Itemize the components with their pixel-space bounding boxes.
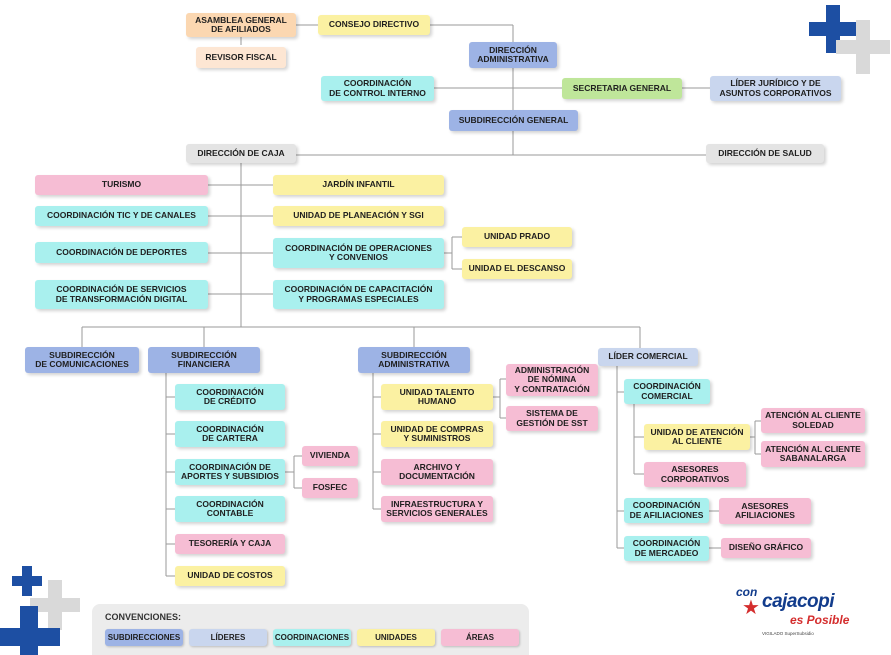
cartera-box: COORDINACIÓN DE CARTERA xyxy=(175,421,285,447)
logo-note-text: VIGILADO SuperSubsidio xyxy=(762,631,814,636)
lider-comercial-box: LÍDER COMERCIAL xyxy=(598,348,698,366)
star-icon: ★ xyxy=(742,597,760,619)
legend-title: CONVENCIONES: xyxy=(105,612,182,622)
deportes-box: COORDINACIÓN DE DEPORTES xyxy=(35,242,208,263)
legend-coordinaciones: COORDINACIONES xyxy=(273,629,351,646)
jardin-box: JARDÍN INFANTIL xyxy=(273,175,444,195)
legend-lideres: LÍDERES xyxy=(189,629,267,646)
afiliaciones-box: COORDINACIÓN DE AFILIACIONES xyxy=(624,498,709,523)
talento-box: UNIDAD TALENTO HUMANO xyxy=(381,384,493,410)
mercadeo-box: COORDINACIÓN DE MERCADEO xyxy=(624,536,709,561)
subdireccion-general-box: SUBDIRECCIÓN GENERAL xyxy=(449,110,578,131)
aportes-box: COORDINACIÓN DE APORTES Y SUBSIDIOS xyxy=(175,459,285,485)
asesores-afiliaciones-box: ASESORES AFILIACIONES xyxy=(719,498,811,524)
legend-areas: ÁREAS xyxy=(441,629,519,646)
asesores-corporativos-box: ASESORES CORPORATIVOS xyxy=(644,462,746,487)
asamblea-box: ASAMBLEA GENERAL DE AFILIADOS xyxy=(186,13,296,37)
legend: CONVENCIONES: SUBDIRECCIONES LÍDERES COO… xyxy=(92,604,529,655)
vivienda-box: VIVIENDA xyxy=(302,446,358,466)
turismo-box: TURISMO xyxy=(35,175,208,195)
compras-box: UNIDAD DE COMPRAS Y SUMINISTROS xyxy=(381,421,493,447)
nomina-box: ADMINISTRACIÓN DE NÓMINA Y CONTRATACIÓN xyxy=(506,364,598,396)
blue-cross-icon xyxy=(0,566,80,655)
revisor-box: REVISOR FISCAL xyxy=(196,47,286,68)
planeacion-box: UNIDAD DE PLANEACIÓN Y SGI xyxy=(273,206,444,226)
tic-box: COORDINACIÓN TIC Y DE CANALES xyxy=(35,206,208,226)
sst-box: SISTEMA DE GESTIÓN DE SST xyxy=(506,406,598,431)
secretaria-box: SECRETARIA GENERAL xyxy=(562,78,682,99)
tesoreria-box: TESORERÍA Y CAJA xyxy=(175,534,285,554)
logo-con-text: con xyxy=(736,585,758,599)
capacitacion-box: COORDINACIÓN DE CAPACITACIÓN Y PROGRAMAS… xyxy=(273,280,444,309)
cajacopi-logo: con ★ cajacopi es Posible VIGILADO Super… xyxy=(728,583,868,643)
prado-box: UNIDAD PRADO xyxy=(462,227,572,247)
sub-comunicaciones-box: SUBDIRECCIÓN DE COMUNICACIONES xyxy=(25,347,139,373)
control-interno-box: COORDINACIÓN DE CONTROL INTERNO xyxy=(321,76,434,101)
fosfec-box: FOSFEC xyxy=(302,478,358,498)
consejo-box: CONSEJO DIRECTIVO xyxy=(318,15,430,35)
legend-subdirecciones: SUBDIRECCIONES xyxy=(105,629,183,646)
contable-box: COORDINACIÓN CONTABLE xyxy=(175,496,285,522)
direccion-caja-box: DIRECCIÓN DE CAJA xyxy=(186,144,296,163)
sabanalarga-box: ATENCIÓN AL CLIENTE SABANALARGA xyxy=(761,441,865,467)
logo-slogan-text: es Posible xyxy=(790,613,850,627)
credito-box: COORDINACIÓN DE CRÉDITO xyxy=(175,384,285,410)
blue-cross-icon xyxy=(809,5,890,74)
costos-box: UNIDAD DE COSTOS xyxy=(175,566,285,586)
soledad-box: ATENCIÓN AL CLIENTE SOLEDAD xyxy=(761,408,865,433)
infraestructura-box: INFRAESTRUCTURA Y SERVICIOS GENERALES xyxy=(381,496,493,522)
juridico-box: LÍDER JURÍDICO Y DE ASUNTOS CORPORATIVOS xyxy=(710,76,841,101)
operaciones-box: COORDINACIÓN DE OPERACIONES Y CONVENIOS xyxy=(273,238,444,268)
diseno-grafico-box: DISEÑO GRÁFICO xyxy=(721,538,811,558)
transformacion-box: COORDINACIÓN DE SERVICIOS DE TRANSFORMAC… xyxy=(35,280,208,309)
direccion-salud-box: DIRECCIÓN DE SALUD xyxy=(706,144,824,163)
atencion-cliente-box: UNIDAD DE ATENCIÓN AL CLIENTE xyxy=(644,424,750,450)
sub-administrativa-box: SUBDIRECCIÓN ADMINISTRATIVA xyxy=(358,347,470,373)
descanso-box: UNIDAD EL DESCANSO xyxy=(462,259,572,279)
logo-name-text: cajacopi xyxy=(762,591,835,612)
legend-unidades: UNIDADES xyxy=(357,629,435,646)
coord-comercial-box: COORDINACIÓN COMERCIAL xyxy=(624,379,710,404)
direccion-administrativa-box: DIRECCIÓN ADMINISTRATIVA xyxy=(469,42,557,68)
archivo-box: ARCHIVO Y DOCUMENTACIÓN xyxy=(381,459,493,485)
sub-financiera-box: SUBDIRECCIÓN FINANCIERA xyxy=(148,347,260,373)
